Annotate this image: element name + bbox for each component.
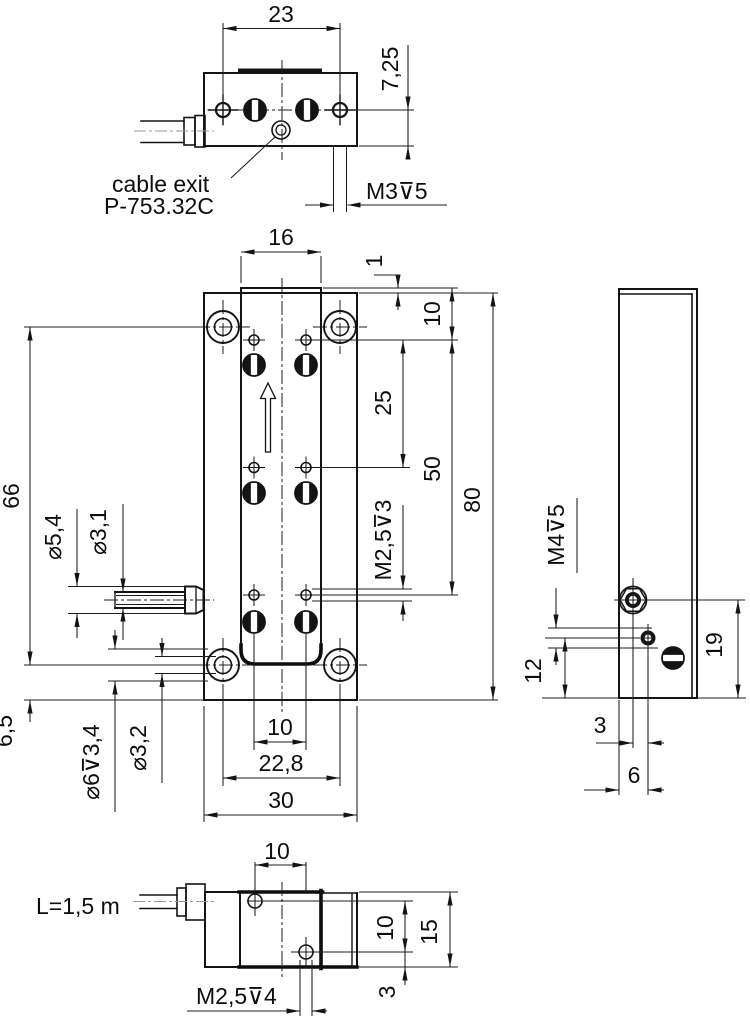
slotted-screw [294,352,318,378]
thread-hole [294,455,318,480]
bottom-view: 10 10 3 15 M2,5⊽4 L=1,5 m [36,838,458,1016]
slotted-screw [294,480,318,506]
side-body-outline [618,288,698,699]
cable-bv [133,883,216,921]
svg-text:10: 10 [372,915,398,941]
slotted-screw [295,97,319,123]
cable-exit-hole [271,120,291,140]
dim-dia-5-4: ⌀5,4 [40,509,184,638]
svg-text:30: 30 [268,787,294,813]
dim-80: 80 [459,293,496,700]
slotted-screw [242,609,266,635]
product-name: P-753.32C [104,193,214,219]
svg-text:25: 25 [370,390,396,416]
svg-text:23: 23 [268,1,294,27]
slotted-screw [243,97,267,123]
svg-text:80: 80 [459,487,485,513]
dim-23: 23 [222,1,341,103]
dim-m25-bv: M2,5⊽4 [187,960,327,1016]
svg-text:M4⊽5: M4⊽5 [543,504,569,566]
dim-cbore: ⌀6⊽3,4 ⌀3,2 [78,630,216,812]
svg-text:6: 6 [628,762,641,788]
thread-hole [242,583,266,607]
extension-lines-left [24,326,205,701]
svg-text:1: 1 [361,255,387,268]
dim-1: 1 [361,255,401,310]
screw-assembly [104,585,214,615]
dim-3-bv: 3 [374,967,408,999]
slotted-screw [242,352,266,378]
dim-6-side: 6 [584,762,664,793]
bottom-left-block [204,891,241,968]
svg-text:6,5: 6,5 [0,715,17,747]
dim-66: 66 [0,327,33,665]
dim-15: 15 [416,892,453,967]
svg-text:10: 10 [419,301,445,327]
svg-text:⌀3,1: ⌀3,1 [85,509,111,555]
dim-16: 16 [240,224,322,283]
svg-text:M2,5⊽3: M2,5⊽3 [370,500,396,581]
cable-exit-hole-inner [275,124,287,136]
thread-hole [294,328,318,352]
svg-text:22,8: 22,8 [259,750,304,776]
top-view: cable exit P-753.32C 23 7,25 M3⊽5 [104,1,447,219]
motion-direction-arrow [259,381,277,453]
slotted-screw [294,609,318,635]
side-view: M4⊽5 12 19 3 6 [520,288,746,795]
dim-25: 25 [370,340,406,468]
svg-text:3: 3 [374,986,400,999]
svg-text:66: 66 [0,483,24,509]
svg-text:16: 16 [268,224,294,250]
svg-text:⌀5,4: ⌀5,4 [40,514,66,560]
dim-50: 50 [419,340,455,595]
dim-10-right: 10 [419,288,455,340]
svg-text:3: 3 [594,712,607,738]
front-view: 16 1 10 [0,224,498,822]
slotted-screw [242,480,266,506]
cable-length-label: L=1,5 m [36,893,120,919]
extension-lines-right [312,287,498,701]
dim-6-5: 6,5 [0,700,33,747]
thread-hole [242,328,266,352]
dim-m3: M3⊽5 [305,146,447,212]
svg-text:10: 10 [267,714,293,740]
side-centerlines [542,578,746,795]
dim-12: 12 [520,638,568,698]
leader-line [230,136,276,179]
slotted-screw [660,646,686,670]
svg-text:7,25: 7,25 [377,47,403,92]
svg-text:M2,5⊽4: M2,5⊽4 [196,983,277,1009]
svg-text:⌀3,2: ⌀3,2 [125,725,151,771]
dim-m25-front: M2,5⊽3 [370,500,406,621]
cable-exit-note: cable exit [112,171,210,197]
dim-dia-3-1: ⌀3,1 [85,504,126,640]
dim-10-right-bv: 10 [372,901,408,985]
svg-text:10: 10 [264,838,290,864]
thread-hole [294,583,318,607]
svg-text:50: 50 [419,456,445,482]
dim-7-25: 7,25 [348,45,414,160]
top-view-platform-edge [238,68,322,73]
front-body-outline [203,292,358,701]
svg-text:⌀6⊽3,4: ⌀6⊽3,4 [78,724,104,800]
svg-text:12: 12 [520,658,546,684]
platform-bottom-edge [239,643,323,666]
svg-text:M3⊽5: M3⊽5 [366,178,428,204]
dim-10-top: 10 [255,838,306,868]
svg-text:19: 19 [701,632,727,658]
dim-19: 19 [701,600,741,698]
thread-hole [242,455,266,480]
svg-text:15: 15 [416,919,442,945]
dims-bottom: 10 22,8 30 [203,634,358,822]
dim-3-side: 3 [594,712,664,746]
dim-m4: M4⊽5 [543,498,578,665]
